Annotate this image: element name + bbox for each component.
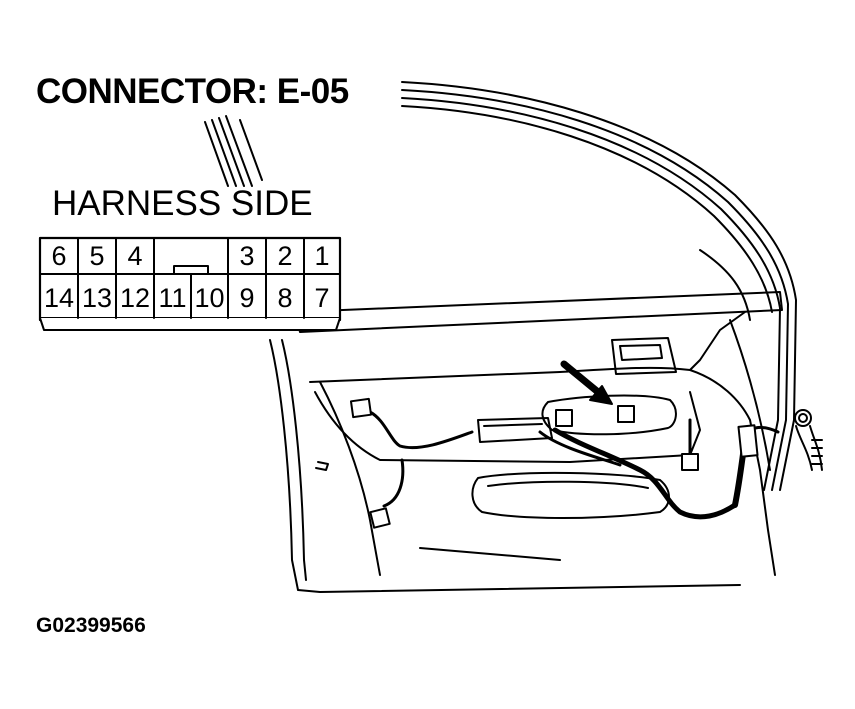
- pin-7: 7: [314, 283, 330, 313]
- pin-8: 8: [277, 283, 293, 313]
- pin-1: 1: [314, 241, 330, 271]
- wiring-harness: [368, 410, 780, 520]
- connector-title: CONNECTOR: E-05: [36, 72, 349, 111]
- harness-side-label: HARNESS SIDE: [52, 184, 313, 223]
- grommet: [794, 409, 823, 471]
- harness-connectors: [349, 397, 759, 529]
- pin-4: 4: [127, 241, 143, 271]
- pin-3: 3: [239, 241, 255, 271]
- figure-id: G02399566: [36, 614, 146, 637]
- pin-5: 5: [89, 241, 105, 271]
- pin-10: 10: [194, 283, 225, 313]
- pin-9: 9: [239, 283, 255, 313]
- door-frame: [269, 81, 797, 593]
- pointer-arrow: [560, 360, 613, 405]
- pin-13: 13: [81, 283, 113, 313]
- pin-6: 6: [51, 241, 67, 271]
- pin-2: 2: [277, 241, 293, 271]
- pin-11: 11: [158, 283, 187, 313]
- leader-lines: [204, 115, 263, 187]
- pin-14: 14: [43, 283, 75, 313]
- pin-12: 12: [119, 283, 151, 313]
- connector-face: [38, 236, 342, 331]
